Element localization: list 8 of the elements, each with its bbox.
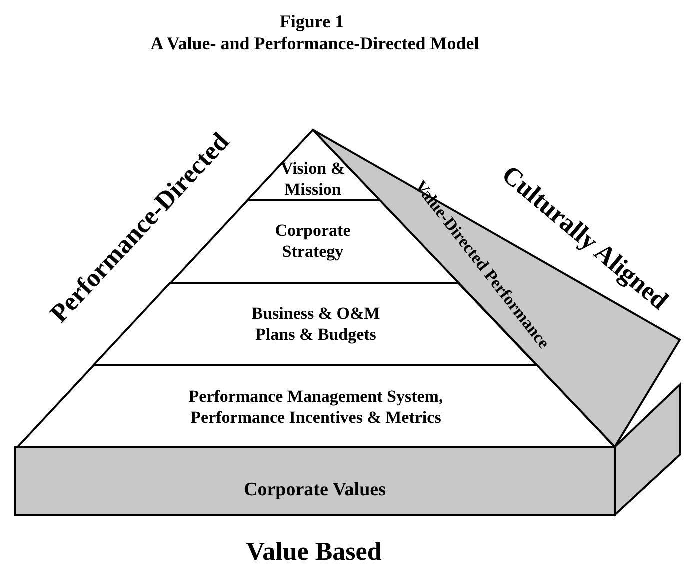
layer-label: Performance Management System, Performance Incentives & Metrics <box>188 386 444 428</box>
figure-number: Figure 1 <box>280 12 344 32</box>
figure-title: A Value- and Performance-Directed Model <box>150 34 480 54</box>
layer-label: Corporate Strategy <box>274 220 352 262</box>
layer-label: Corporate Values <box>243 480 387 500</box>
layer-label: Vision & Mission <box>280 158 346 200</box>
bottom-heading: Value Based <box>246 537 382 567</box>
layer-label: Business & O&M Plans & Budgets <box>250 303 382 345</box>
